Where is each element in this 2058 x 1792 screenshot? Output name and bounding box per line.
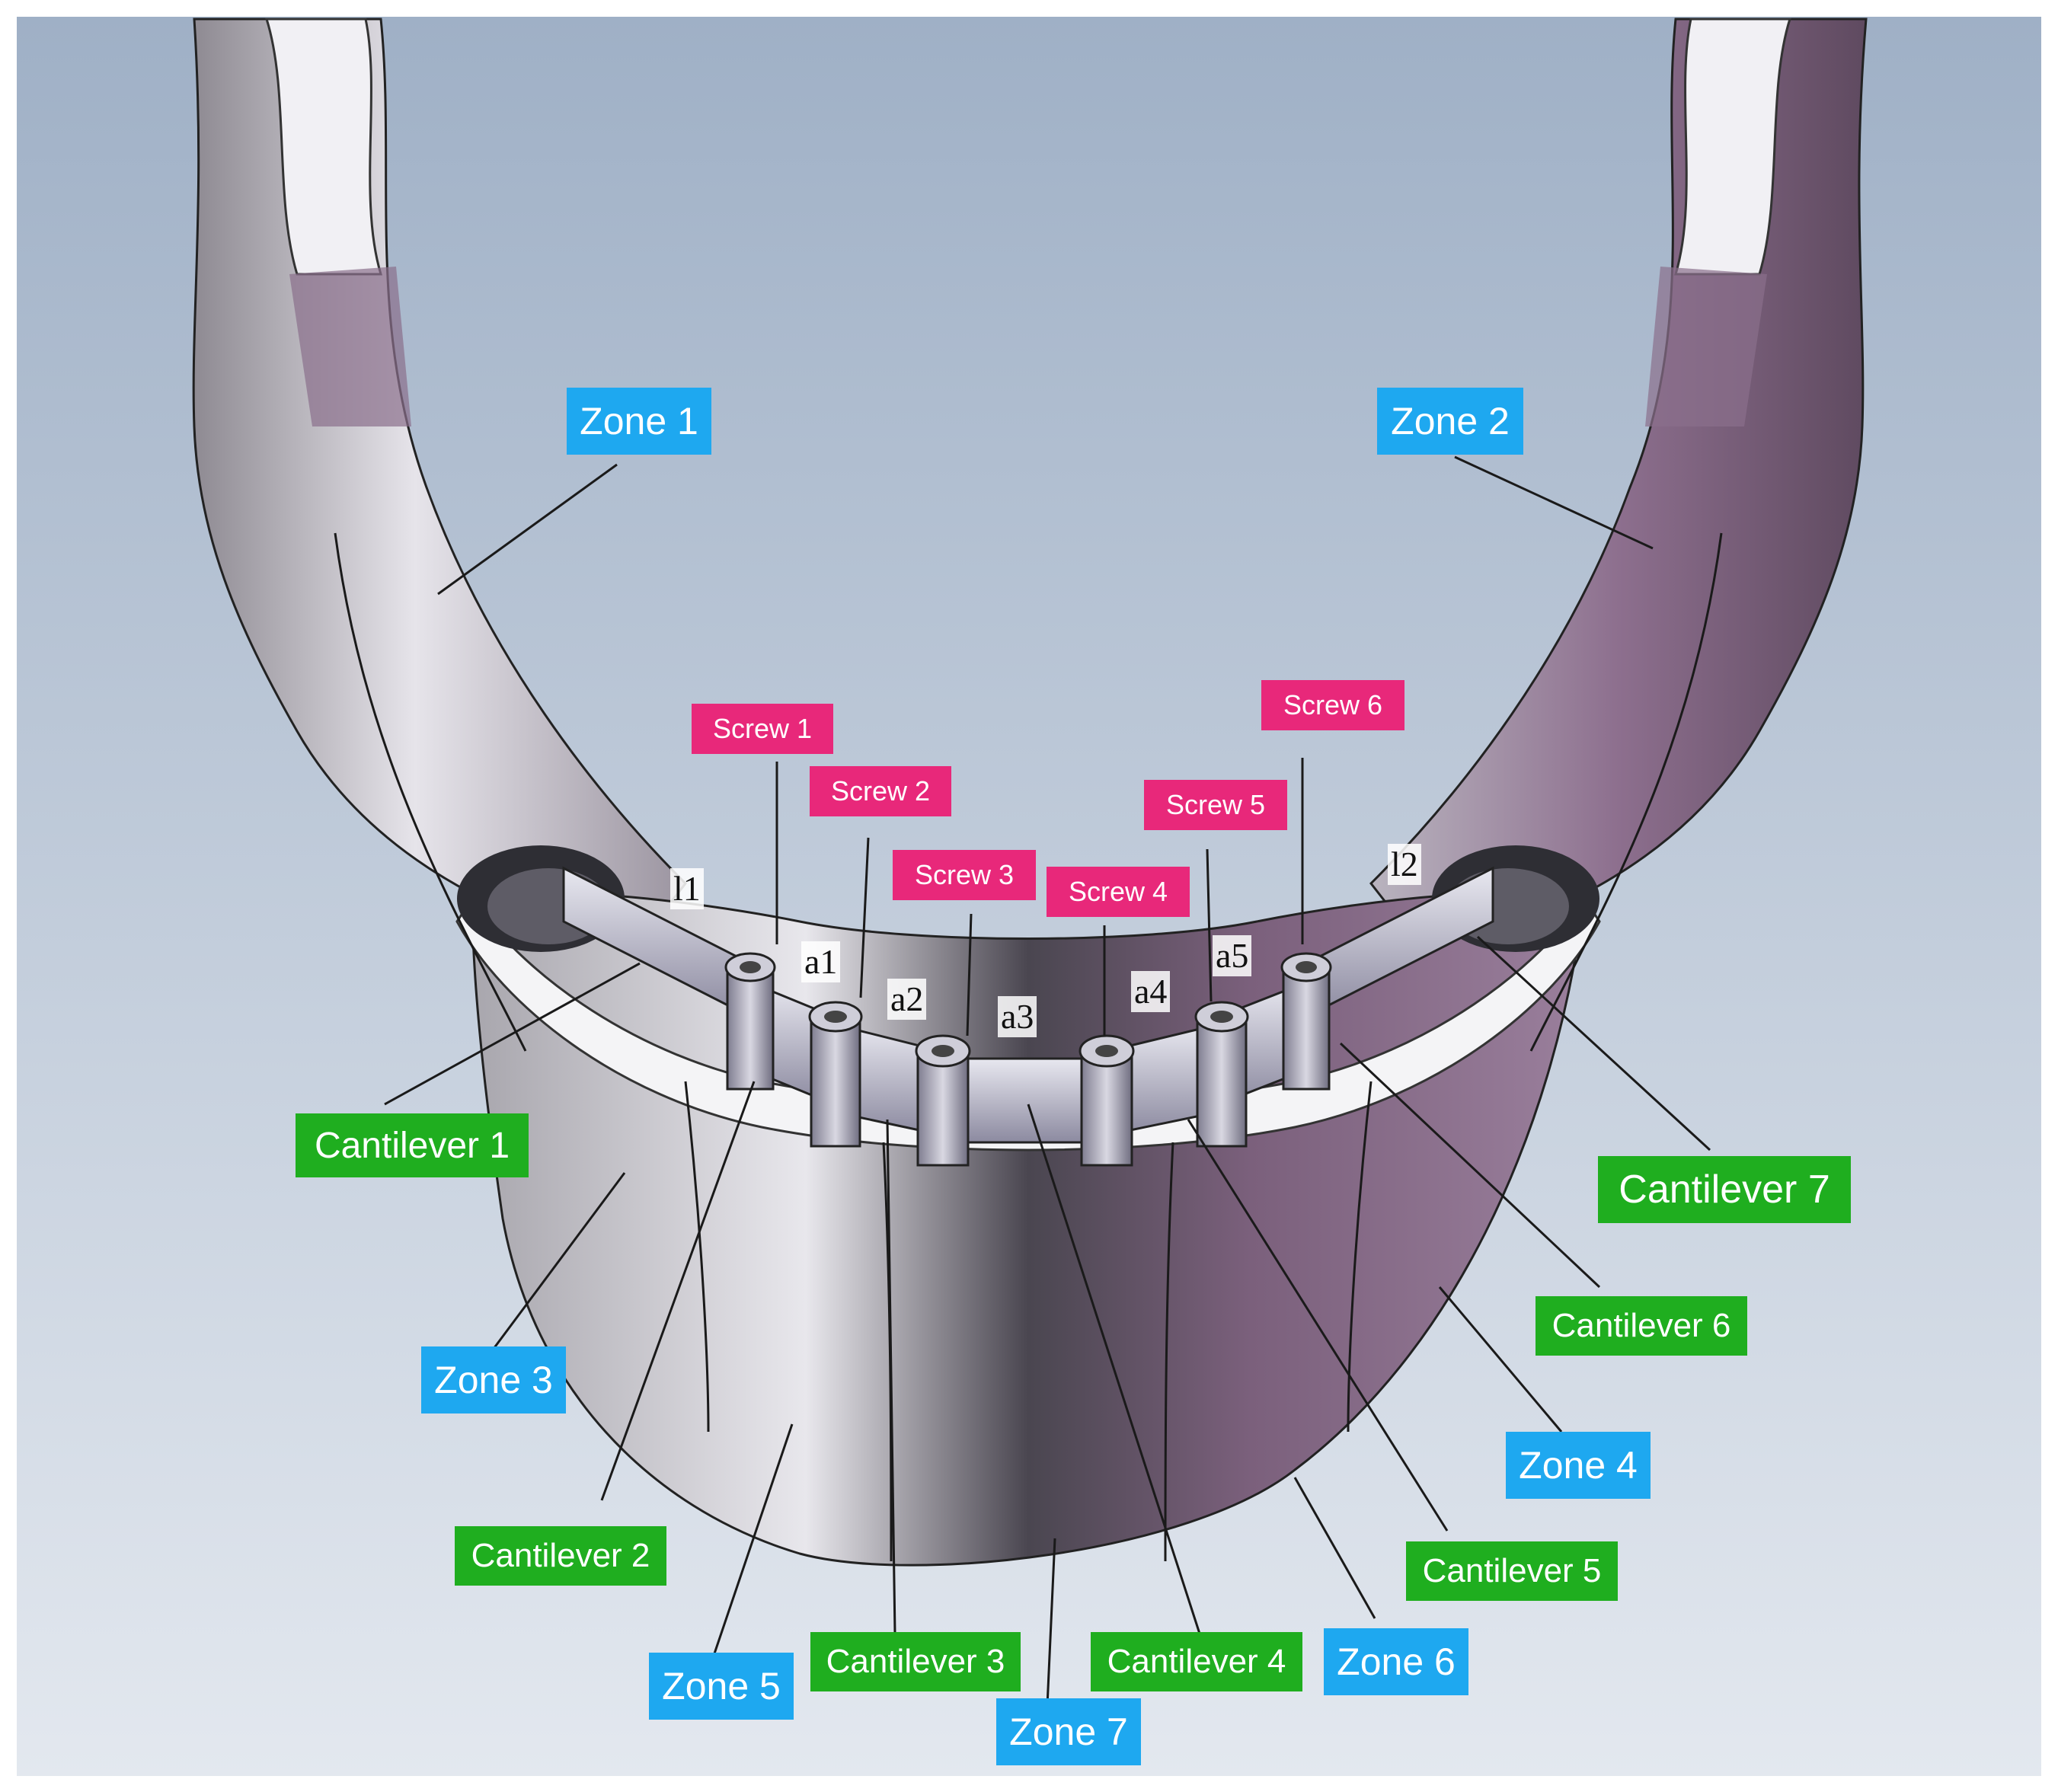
label-screw-1: Screw 1 [692, 704, 833, 754]
label-cantilever-2: Cantilever 2 [455, 1526, 666, 1586]
dim-l1: l1 [670, 868, 704, 909]
label-cantilever-6: Cantilever 6 [1536, 1296, 1747, 1356]
implant-post-1 [724, 952, 776, 1091]
label-cantilever-4: Cantilever 4 [1091, 1632, 1302, 1691]
label-screw-6: Screw 6 [1261, 680, 1404, 730]
label-zone-4: Zone 4 [1506, 1432, 1651, 1499]
leader-lines [384, 455, 1711, 1707]
implant-post-4 [1079, 1034, 1135, 1167]
label-zone-3: Zone 3 [421, 1346, 566, 1413]
dim-a1: a1 [801, 941, 841, 982]
label-cantilever-5: Cantilever 5 [1406, 1541, 1618, 1601]
label-zone-5: Zone 5 [649, 1653, 794, 1720]
implant-post-2 [808, 1001, 863, 1148]
anatomy-lines [334, 532, 1723, 1562]
dim-a5: a5 [1213, 935, 1252, 976]
right-band [1645, 267, 1767, 426]
label-zone-1: Zone 1 [567, 388, 711, 455]
label-cantilever-3: Cantilever 3 [810, 1632, 1021, 1691]
label-screw-4: Screw 4 [1047, 867, 1190, 917]
label-zone-2: Zone 2 [1377, 388, 1523, 455]
implant-post-6 [1280, 952, 1332, 1091]
label-screw-5: Screw 5 [1144, 780, 1287, 830]
dim-a2: a2 [887, 979, 927, 1020]
left-band [289, 267, 411, 426]
label-zone-7: Zone 7 [996, 1698, 1141, 1765]
label-cantilever-7: Cantilever 7 [1598, 1156, 1851, 1223]
dim-l2: l2 [1388, 844, 1421, 885]
label-cantilever-1: Cantilever 1 [296, 1113, 529, 1177]
implant-post-5 [1194, 1001, 1249, 1148]
label-zone-6: Zone 6 [1324, 1628, 1468, 1695]
dim-a4: a4 [1131, 971, 1171, 1012]
dim-a3: a3 [998, 996, 1037, 1037]
label-screw-3: Screw 3 [893, 850, 1036, 900]
label-screw-2: Screw 2 [810, 766, 951, 816]
implant-post-3 [915, 1034, 971, 1167]
